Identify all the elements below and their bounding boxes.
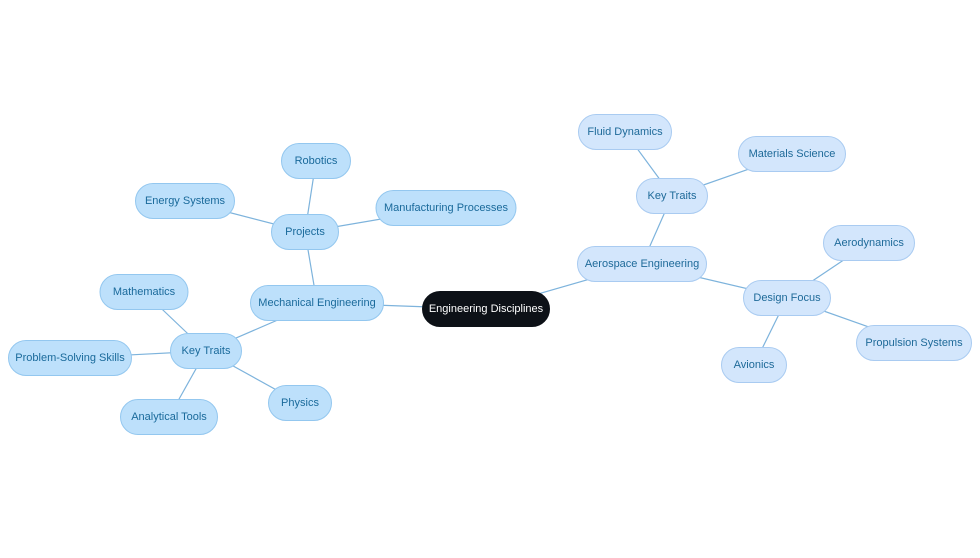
node-physics[interactable]: Physics xyxy=(268,385,332,421)
node-problem-solving-skills[interactable]: Problem-Solving Skills xyxy=(8,340,132,376)
node-robotics[interactable]: Robotics xyxy=(281,143,351,179)
node-mechanical-key-traits[interactable]: Key Traits xyxy=(170,333,242,369)
node-manufacturing-processes[interactable]: Manufacturing Processes xyxy=(375,190,517,226)
node-aerospace-key-traits[interactable]: Key Traits xyxy=(636,178,708,214)
node-energy-systems[interactable]: Energy Systems xyxy=(135,183,235,219)
node-mechanical-engineering[interactable]: Mechanical Engineering xyxy=(250,285,384,321)
node-mechanical-projects[interactable]: Projects xyxy=(271,214,339,250)
node-aerodynamics[interactable]: Aerodynamics xyxy=(823,225,915,261)
node-avionics[interactable]: Avionics xyxy=(721,347,787,383)
node-mathematics[interactable]: Mathematics xyxy=(99,274,189,310)
node-propulsion-systems[interactable]: Propulsion Systems xyxy=(856,325,972,361)
node-fluid-dynamics[interactable]: Fluid Dynamics xyxy=(578,114,672,150)
node-aerospace-engineering[interactable]: Aerospace Engineering xyxy=(577,246,707,282)
node-design-focus[interactable]: Design Focus xyxy=(743,280,831,316)
root-node-engineering-disciplines[interactable]: Engineering Disciplines xyxy=(422,291,550,327)
node-analytical-tools[interactable]: Analytical Tools xyxy=(120,399,218,435)
node-materials-science[interactable]: Materials Science xyxy=(738,136,846,172)
